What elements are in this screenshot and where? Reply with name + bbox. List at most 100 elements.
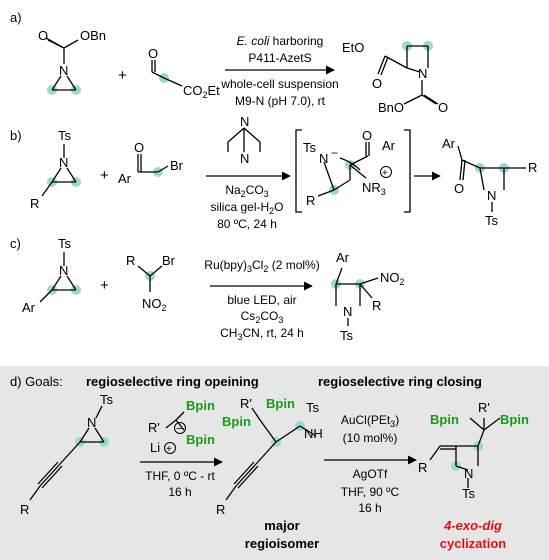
ar-label: Ar <box>22 300 36 315</box>
panel-a: a) N O OBn + O CO2Et <box>10 10 448 115</box>
br-label: Br <box>170 158 184 173</box>
condition-line: Ru(bpy)3Cl2 (2 mol%) <box>204 258 319 274</box>
r-prime-label: R' <box>240 396 252 411</box>
condition-line: AuCl(PEt3) <box>341 413 399 429</box>
obn-label: OBn <box>80 28 106 43</box>
atom-o: O <box>362 128 372 143</box>
methylene-azetidine-product <box>429 417 501 488</box>
condition-line: 80 ºC, 24 h <box>217 217 277 231</box>
atom-n: N <box>418 66 427 81</box>
atom-n: N <box>487 188 496 203</box>
r-label: R <box>306 193 315 208</box>
atom-n: N <box>59 155 68 170</box>
cyclization-label: cyclization <box>440 536 507 551</box>
atom-n: N <box>319 151 328 166</box>
bpin-label: Bpin <box>186 398 215 413</box>
atom-n: N <box>59 63 68 78</box>
nr3-label: NR3 <box>362 180 386 197</box>
r-label: R <box>126 253 135 268</box>
condition-line: CH3CN, rt, 24 h <box>220 326 304 342</box>
ts-aziridine-b <box>41 144 81 197</box>
azetidine-product-b <box>457 145 526 212</box>
atom-o: O <box>38 28 48 43</box>
cbz-aziridine-structure <box>45 37 81 95</box>
ts-label: Ts <box>58 236 72 251</box>
r-label: R <box>372 298 381 313</box>
r-label: R <box>216 502 225 517</box>
panel-b: b) Ts N R + O Ar Br <box>10 114 537 231</box>
condition-line: 16 h <box>168 485 191 499</box>
atom-n: N <box>87 415 96 430</box>
bpin-label: Bpin <box>222 414 251 429</box>
condition-line: E. coli harboring <box>237 34 324 48</box>
r-label: R <box>30 196 39 211</box>
nh-label: NH <box>304 426 323 441</box>
negative-charge-ring <box>174 422 186 434</box>
ts-aziridine-c <box>39 252 81 303</box>
atom-o: O <box>372 76 382 91</box>
condition-line: P411-AzetS <box>248 51 311 65</box>
li-label: Li <box>150 440 160 455</box>
condition-line: AgOTf <box>353 467 388 481</box>
positive-charge: + <box>166 444 172 455</box>
regioisomer-label: regioisomer <box>245 536 319 551</box>
heading-ring-opening: regioselective ring opeining <box>86 374 259 389</box>
plus-sign: + <box>118 67 127 84</box>
heading-ring-closing: regioselective ring closing <box>318 374 482 389</box>
ts-label: Ts <box>58 128 72 143</box>
alkynyl-aziridine <box>29 405 109 501</box>
atom-n: N <box>59 263 68 278</box>
panel-d-label: d) Goals: <box>10 374 63 389</box>
no2-label: NO2 <box>380 270 405 287</box>
r-label: R <box>20 502 29 517</box>
condition-line: THF, 0 ºC - rt <box>145 469 215 483</box>
bpin-label: Bpin <box>186 432 215 447</box>
dabco-structure <box>227 127 261 152</box>
ar-label: Ar <box>442 136 456 151</box>
r-label: R <box>528 160 537 175</box>
major-label: major <box>264 518 299 533</box>
ar-label: Ar <box>382 138 396 153</box>
condition-line: silica gel-H2O <box>210 200 283 216</box>
panel-a-label: a) <box>10 10 22 25</box>
ester-label: CO2Et <box>183 83 220 100</box>
condition-line: Na2CO3 <box>225 183 268 199</box>
bromoketone-structure <box>137 154 169 177</box>
condition-line: THF, 90 ºC <box>341 485 400 499</box>
bpin-label: Bpin <box>430 412 459 427</box>
panel-b-label: b) <box>10 128 22 143</box>
gem-diboryl-reagent <box>165 411 185 431</box>
intermediate-brackets <box>295 129 411 213</box>
ts-label: Ts <box>340 328 354 343</box>
ts-label: Ts <box>303 140 317 155</box>
atom-o-carbonyl: O <box>148 46 158 61</box>
atom-o: O <box>454 181 464 196</box>
condition-line: Cs2CO3 <box>241 309 284 325</box>
ring-opened-intermediate <box>225 407 317 501</box>
condition-line: M9-N (pH 7.0), rt <box>235 94 326 108</box>
bno-label: BnO <box>378 100 404 115</box>
atom-n: N <box>464 466 473 481</box>
positive-charge: + <box>382 168 388 179</box>
azetidine-product-a <box>377 41 439 105</box>
r-label: R <box>418 460 427 475</box>
diazo-ester-structure <box>151 60 183 87</box>
azetidine-product-c <box>331 267 379 326</box>
condition-line: blue LED, air <box>227 293 296 307</box>
panel-c-label: c) <box>10 236 21 251</box>
r-prime-label: R' <box>478 400 490 415</box>
panel-d: d) Goals: regioselective ring opeining r… <box>0 366 549 560</box>
bromonitro-structure <box>137 265 163 292</box>
ts-label: Ts <box>485 213 499 228</box>
negative-charge: − <box>176 423 182 435</box>
condition-line: (10 mol%) <box>343 431 398 445</box>
ar-label: Ar <box>336 250 350 265</box>
bpin-label: Bpin <box>266 396 295 411</box>
zwitterion-intermediate <box>317 142 370 197</box>
positive-charge-ring <box>380 166 392 178</box>
plus-sign: + <box>100 167 109 184</box>
ts-label: Ts <box>100 392 114 407</box>
dabco-n-bottom: N <box>240 151 249 166</box>
ts-label: Ts <box>306 400 320 415</box>
